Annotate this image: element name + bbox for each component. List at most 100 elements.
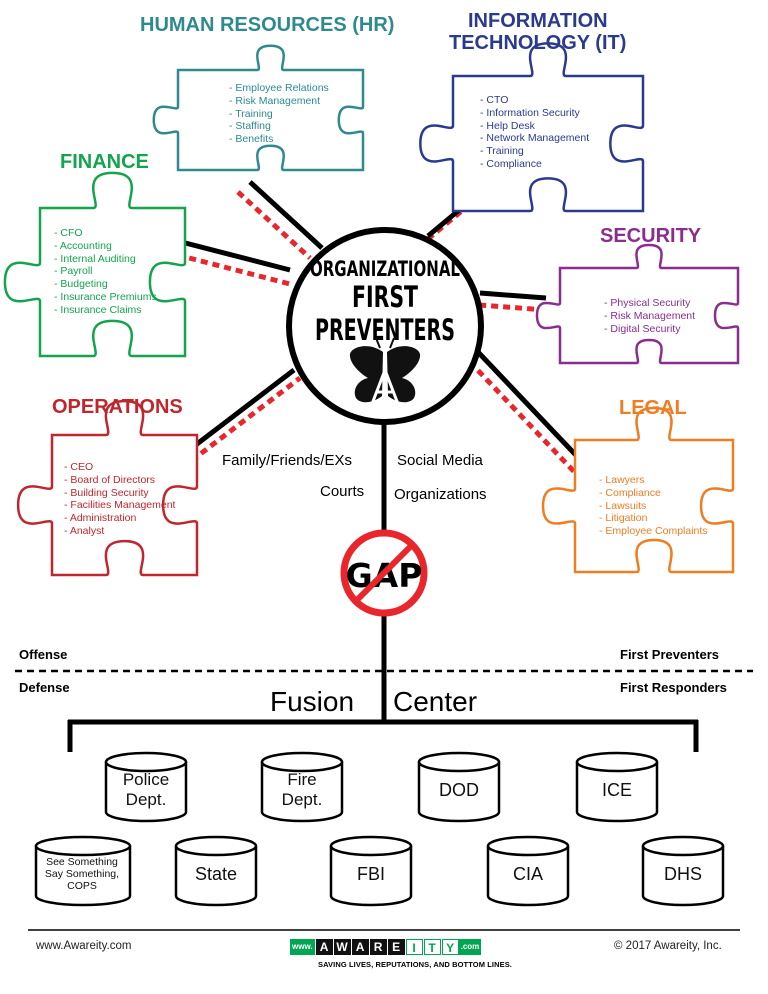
agency-dhs-label: DHS — [663, 863, 702, 884]
dhs-cylinder — [641, 835, 725, 907]
dept-item: - Administration — [64, 512, 137, 525]
dept-item: - Risk Management — [229, 94, 321, 107]
channel-orgs-label: Organizations — [394, 486, 487, 503]
dept-item: - CFO — [54, 227, 83, 239]
agency-dod-label: DOD — [439, 779, 479, 800]
agency-state-label: State — [194, 863, 238, 884]
operations-puzzle-piece — [16, 399, 199, 577]
operations-connector-dashed — [180, 376, 302, 470]
dept-item: - Staffing — [229, 120, 271, 133]
agency-see-something-label: See Something Say Something, COPS — [44, 856, 120, 892]
logo-letter: W — [333, 939, 351, 955]
legal-item-list: - Lawyers- Compliance- Lawsuits- Litigat… — [599, 474, 708, 538]
finance-connector — [165, 235, 291, 273]
first-responders-label: First Responders — [620, 680, 727, 695]
fusion-bracket — [67, 719, 699, 752]
finance-title: FINANCE — [60, 151, 149, 173]
dept-item: - Internal Auditing — [54, 252, 136, 265]
dept-item: - Insurance Premiums — [54, 290, 157, 303]
logo-letter: I — [405, 939, 423, 955]
agency-fbi-label: FBI — [356, 863, 385, 884]
dept-item: - Building Security — [64, 486, 149, 499]
channel-family-label: Family/Friends/EXs — [222, 452, 353, 469]
operations-title: OPERATIONS — [52, 396, 183, 418]
cia-cylinder — [486, 835, 570, 907]
footer-website-link[interactable]: www.Awareity.com — [36, 940, 132, 952]
hr-item-list: - Employee Relations- Risk Management- T… — [229, 82, 329, 146]
channel-social-label: Social Media — [397, 452, 483, 469]
security-connector — [479, 290, 547, 301]
dept-item: - Budgeting — [54, 278, 108, 291]
it-item-list: - CTO- Information Security- Help Desk- … — [480, 94, 589, 171]
state-cylinder — [174, 835, 258, 907]
defense-label: Defense — [19, 680, 70, 695]
operations-item-list: - CEO- Board of Directors- Building Secu… — [64, 461, 175, 538]
security-connector-dashed — [479, 302, 547, 313]
legal-connector — [476, 350, 592, 472]
dept-item: - Compliance — [480, 157, 542, 170]
dept-item: - Digital Security — [604, 322, 681, 335]
dept-item: - Compliance — [599, 486, 661, 499]
dept-item: - Physical Security — [604, 297, 691, 309]
agency-fire-label: Fire Dept. — [281, 770, 323, 809]
dept-item: - Help Desk — [480, 119, 535, 132]
security-item-list: - Physical Security- Risk Management- Di… — [604, 297, 695, 335]
dept-item: - Employee Relations — [229, 82, 329, 94]
dept-item: - Facilities Management — [64, 499, 176, 512]
security-title: SECURITY — [600, 225, 702, 247]
center-title-line1: ORGANIZATIONAL — [310, 257, 460, 281]
police-cylinder — [104, 751, 188, 823]
center-title-line3: PREVENTERS — [315, 313, 455, 347]
dept-item: - Risk Management — [604, 309, 696, 322]
logo-letter: A — [315, 939, 333, 955]
dept-item: - Information Security — [480, 106, 580, 119]
first-preventers-label: First Preventers — [620, 647, 719, 662]
logo-letter: A — [351, 939, 369, 955]
it-title-line1: INFORMATION — [468, 10, 608, 32]
dept-item: - Payroll — [54, 265, 93, 278]
see-something-cylinder — [34, 835, 132, 907]
dept-item: - Training — [480, 145, 524, 158]
legal-connector-dashed — [468, 360, 584, 482]
security-puzzle-piece — [535, 243, 740, 365]
channel-courts-label: Courts — [320, 483, 365, 500]
logo-www: www. — [290, 939, 315, 955]
dept-item: - Training — [229, 107, 273, 120]
fusion-label: Fusion — [270, 686, 355, 717]
footer-copyright: © 2017 Awareity, Inc. — [614, 940, 722, 952]
gap-sign: GAP — [340, 529, 428, 617]
dod-cylinder — [417, 751, 501, 823]
center-title-line2: FIRST — [352, 280, 418, 314]
dept-item: - Accounting — [54, 239, 112, 252]
dept-item: - Lawyers — [599, 474, 645, 486]
logo-letter: E — [387, 939, 405, 955]
fire-cylinder — [260, 751, 344, 823]
dept-item: - Litigation — [599, 512, 648, 525]
it-puzzle-piece — [419, 42, 645, 213]
dept-item: - Benefits — [229, 133, 274, 146]
hr-title: HUMAN RESOURCES (HR) — [140, 14, 395, 36]
fbi-cylinder — [329, 835, 413, 907]
agency-ice-label: ICE — [601, 779, 632, 800]
finance-puzzle-piece — [3, 171, 187, 358]
hr-puzzle-piece — [152, 44, 365, 172]
legal-title: LEGAL — [619, 397, 687, 419]
dept-item: - CTO — [480, 94, 509, 106]
logo-letter: Y — [441, 939, 459, 955]
footer-tagline: SAVING LIVES, REPUTATIONS, AND BOTTOM LI… — [318, 960, 512, 969]
dept-item: - Network Management — [480, 132, 590, 145]
dept-item: - Board of Directors — [64, 473, 156, 486]
offense-label: Offense — [19, 647, 68, 662]
dept-item: - Analyst — [64, 524, 105, 537]
dept-item: - CEO — [64, 461, 94, 473]
dept-item: - Employee Complaints — [599, 525, 708, 538]
agency-cia-label: CIA — [512, 863, 543, 884]
finance-connector-dashed — [165, 249, 291, 287]
dept-item: - Insurance Claims — [54, 303, 142, 316]
logo-letter: R — [369, 939, 387, 955]
agency-police-label: Police Dept. — [122, 770, 170, 809]
butterfly-logo-icon — [349, 337, 421, 405]
finance-item-list: - CFO- Accounting- Internal Auditing- Pa… — [54, 227, 157, 317]
